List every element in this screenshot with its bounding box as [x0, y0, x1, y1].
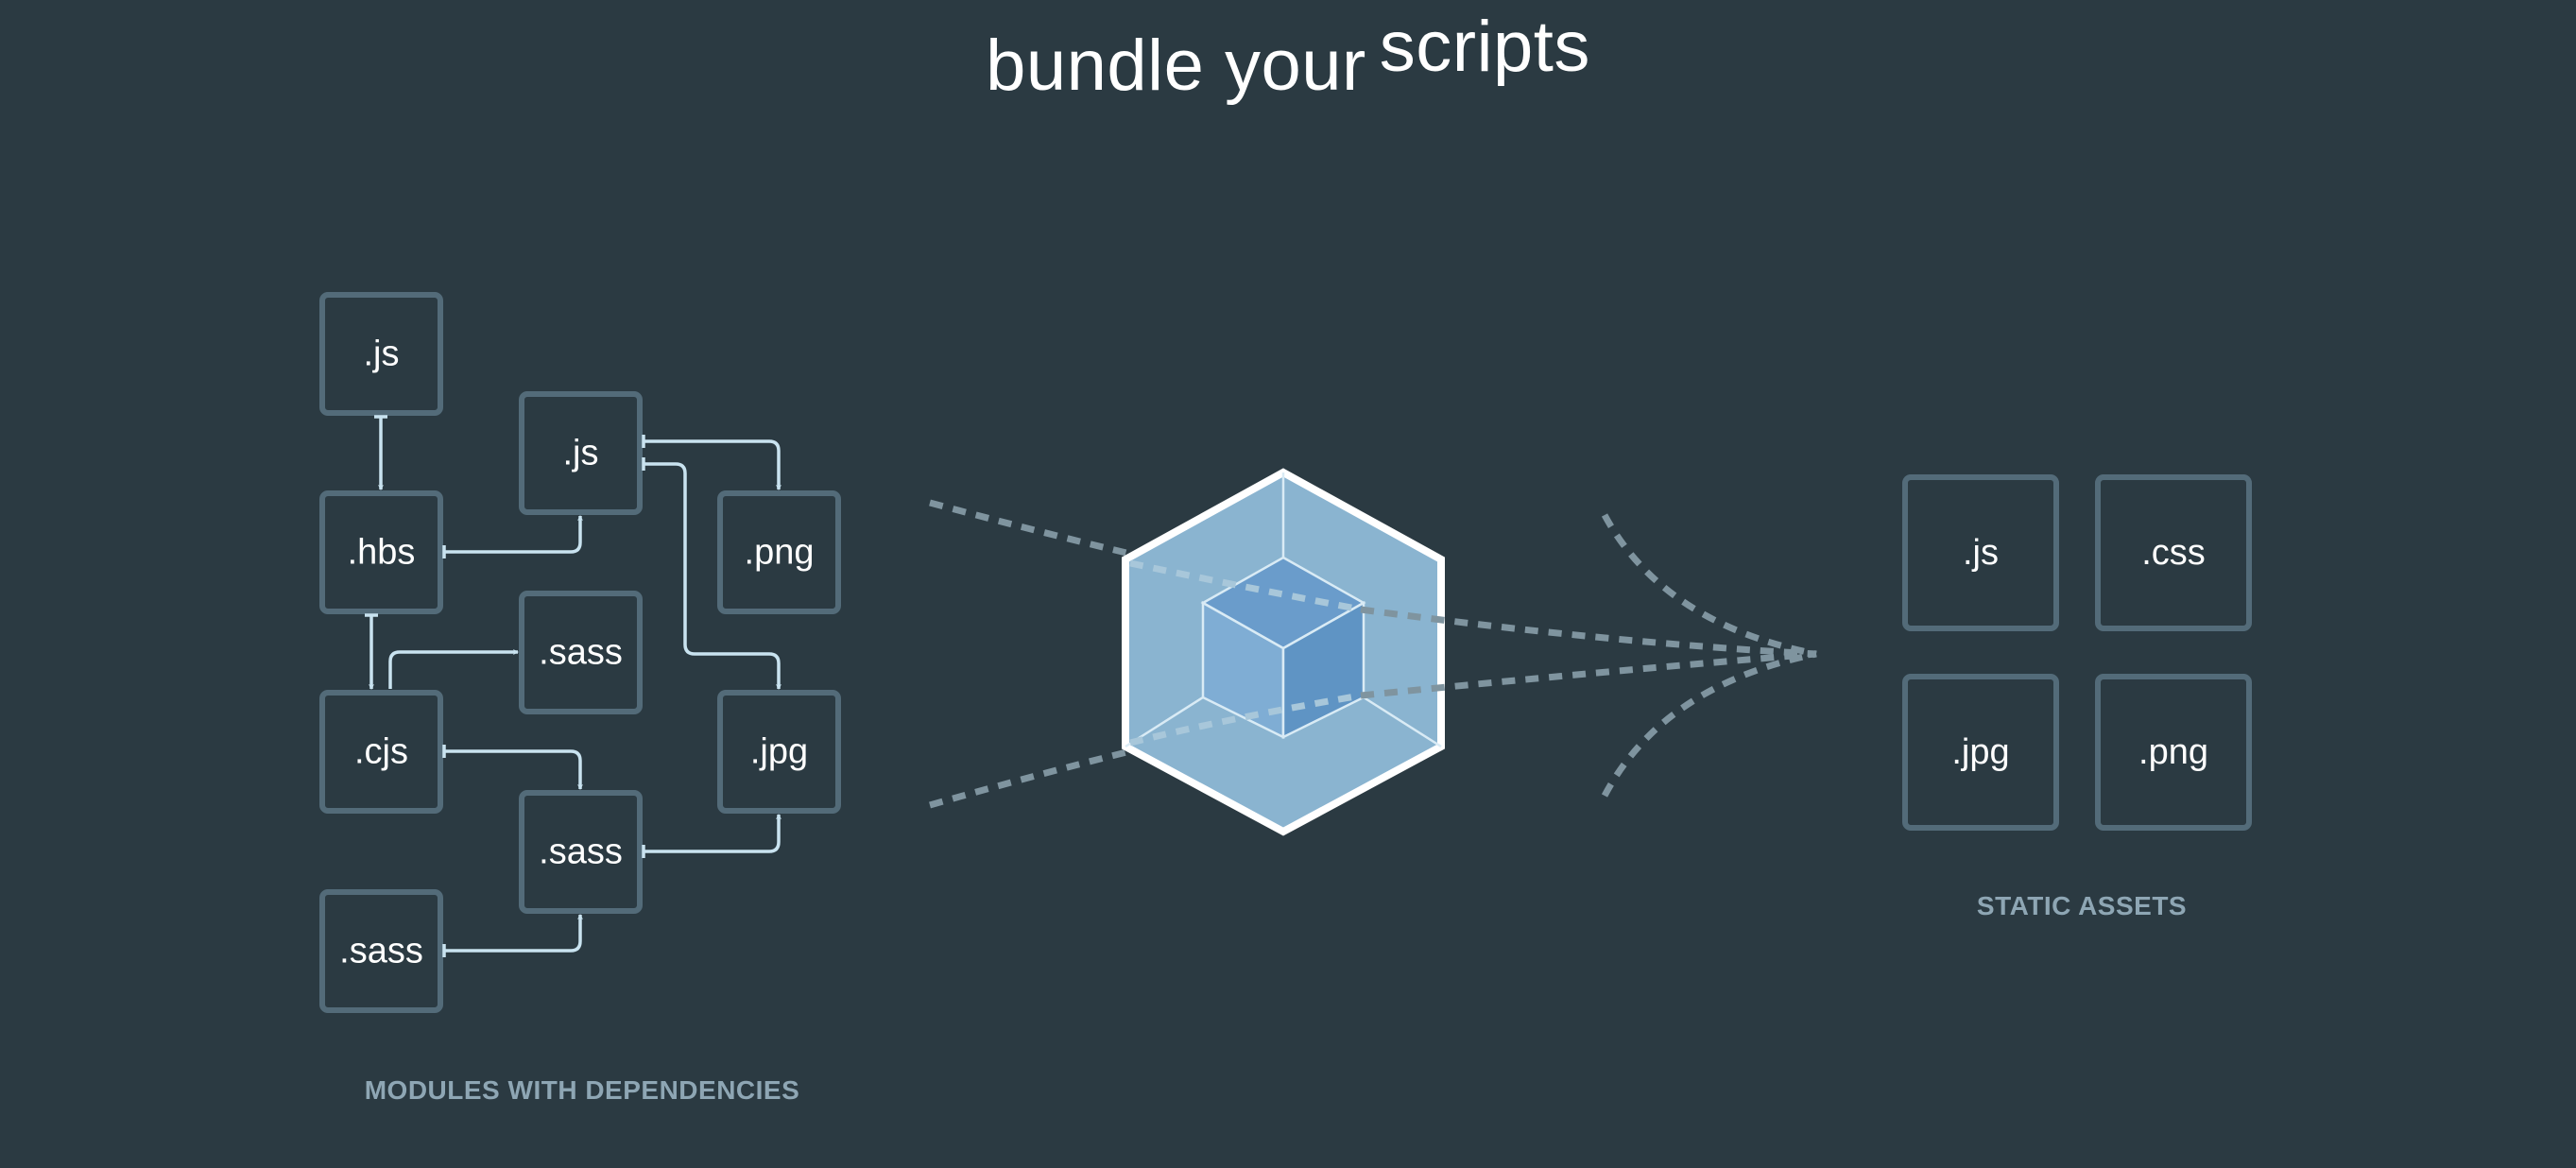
- webpack-cube-icon: [1122, 468, 1445, 836]
- module-label: .cjs: [354, 732, 408, 772]
- cube-flow-line: [1129, 692, 1362, 747]
- modules-group: .js .hbs .cjs .sass .js .sass .sass: [319, 292, 841, 1105]
- modules-caption: MODULES WITH DEPENDENCIES: [365, 1075, 800, 1105]
- module-box-sass-middle: .sass: [519, 591, 643, 714]
- title-part-1: bundle your: [986, 26, 1366, 106]
- module-box-js-top: .js: [319, 292, 443, 416]
- asset-label: .jpg: [1951, 732, 2009, 772]
- flow-lines: [929, 499, 1324, 809]
- incoming-flow-line: [929, 703, 1324, 809]
- outgoing-flow-line: [1360, 650, 1817, 699]
- outgoing-flow-line: [1601, 650, 1817, 798]
- outgoing-flow-line: [1601, 513, 1817, 658]
- module-label: .png: [745, 533, 815, 573]
- asset-box-css: .css: [2095, 474, 2252, 631]
- asset-box-js: .js: [1902, 474, 2059, 631]
- module-label: .hbs: [348, 533, 416, 573]
- module-label: .sass: [339, 932, 423, 971]
- incoming-flow-line: [929, 499, 1324, 601]
- dependency-arrow: [388, 652, 518, 689]
- module-label: .sass: [539, 833, 623, 872]
- dependency-arrow: [374, 415, 387, 490]
- module-label: .jpg: [750, 732, 808, 772]
- dependency-arrow: [442, 915, 580, 957]
- module-label: .js: [364, 335, 400, 374]
- dependency-arrows: [365, 415, 779, 957]
- module-box-png: .png: [717, 490, 841, 614]
- module-box-cjs: .cjs: [319, 690, 443, 814]
- asset-box-jpg: .jpg: [1902, 674, 2059, 831]
- asset-label: .png: [2138, 732, 2208, 772]
- asset-label: .js: [1963, 533, 1999, 573]
- module-box-sass-lower: .sass: [519, 790, 643, 914]
- module-box-jpg: .jpg: [717, 690, 841, 814]
- dependency-arrow: [365, 613, 378, 689]
- module-label: .js: [563, 434, 599, 473]
- assets-caption: STATIC ASSETS: [1977, 891, 2187, 920]
- dependency-arrow: [442, 516, 580, 558]
- module-box-js-middle: .js: [519, 391, 643, 515]
- asset-label: .css: [2141, 533, 2206, 573]
- module-box-sass-bottom: .sass: [319, 889, 443, 1013]
- assets-group: .js .css .jpg .png STATIC ASSETS: [1902, 474, 2252, 920]
- module-label: .sass: [539, 633, 623, 673]
- dependency-arrow: [442, 745, 580, 789]
- flow-lines-front: [1129, 513, 1817, 798]
- dependency-arrow: [642, 435, 779, 490]
- module-box-hbs: .hbs: [319, 490, 443, 614]
- title-part-2: scripts: [1379, 7, 1590, 87]
- dependency-arrow: [642, 815, 779, 858]
- asset-box-png: .png: [2095, 674, 2252, 831]
- dependency-arrow: [642, 457, 779, 689]
- cube-flow-line: [1129, 559, 1362, 613]
- outgoing-flow-line: [1360, 606, 1817, 658]
